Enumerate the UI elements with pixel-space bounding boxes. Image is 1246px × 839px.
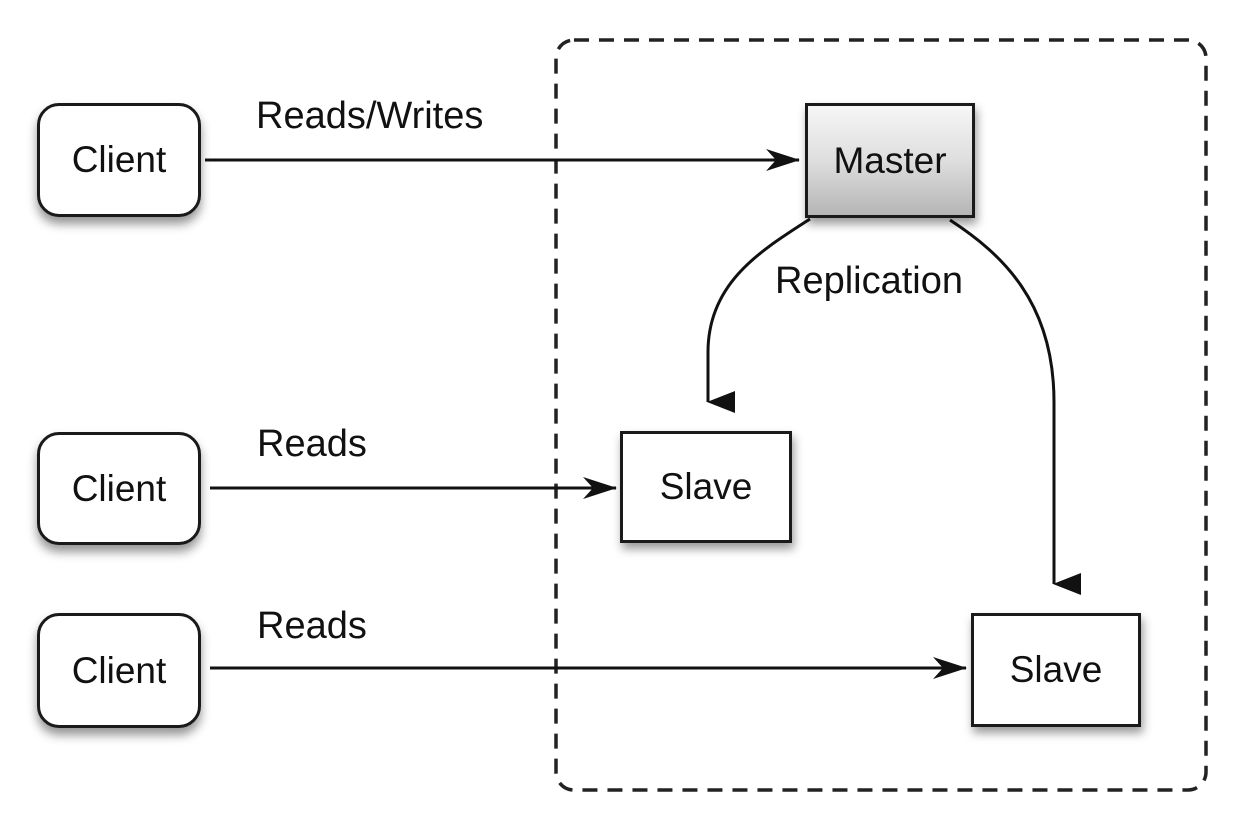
node-slave-1-label: Slave — [659, 466, 753, 507]
edge-label-reads-top: Reads — [257, 423, 367, 465]
edge-master-slave2-replication — [949, 218, 1081, 595]
node-client-3: Client — [37, 613, 201, 728]
node-client-2: Client — [37, 432, 201, 545]
replication-boundary — [554, 38, 1208, 792]
node-slave-1: Slave — [620, 431, 792, 543]
edge-label-reads-bottom: Reads — [257, 605, 367, 647]
node-master-label: Master — [833, 139, 947, 181]
node-client-3-label: Client — [71, 649, 167, 691]
node-client-2-label: Client — [71, 467, 167, 509]
node-master: Master — [805, 103, 975, 218]
edge-master-slave1-replication — [706, 217, 811, 413]
edge-label-replication: Replication — [775, 260, 963, 302]
node-client-1: Client — [37, 103, 201, 217]
node-slave-2-label: Slave — [1009, 649, 1103, 690]
node-client-1-label: Client — [71, 139, 167, 180]
node-slave-2: Slave — [971, 613, 1141, 727]
edge-label-reads-writes: Reads/Writes — [256, 95, 484, 137]
